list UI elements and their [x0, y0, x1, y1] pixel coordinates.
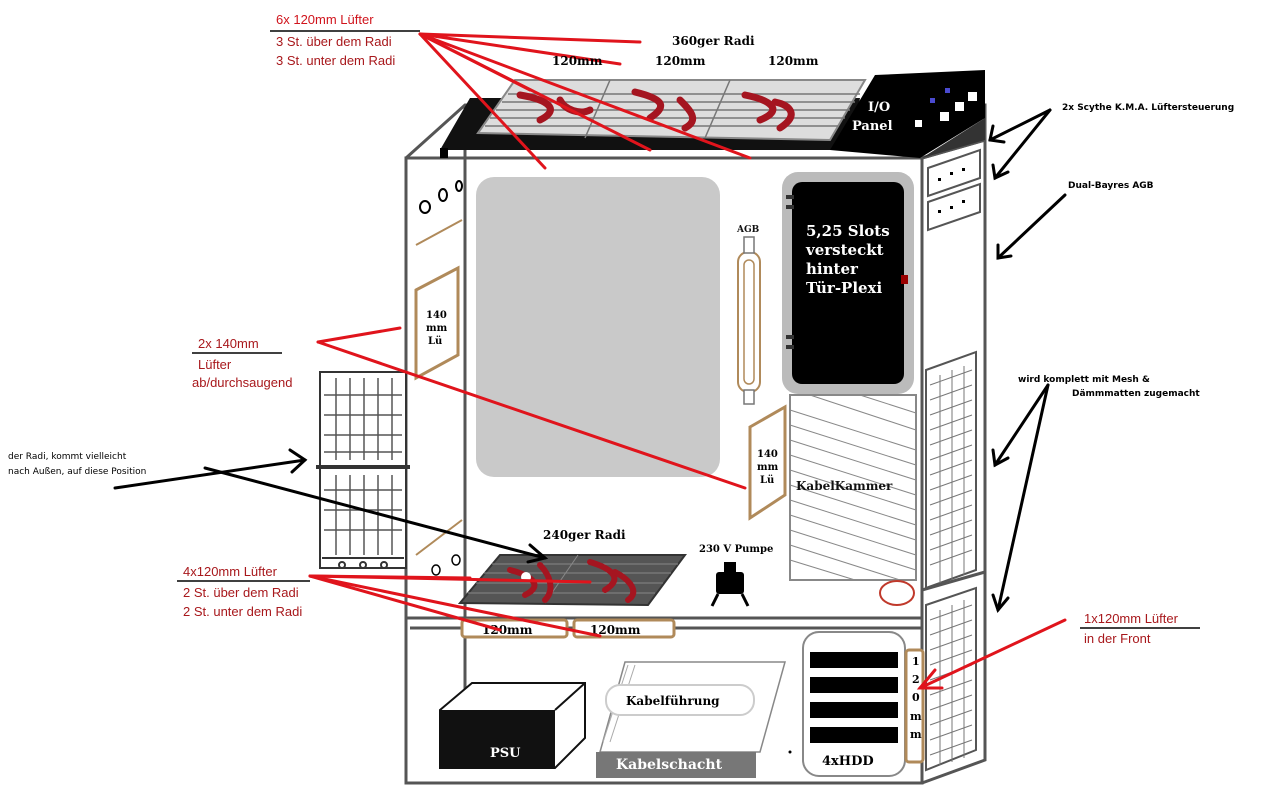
agb-label: AGB	[736, 225, 760, 235]
mesh-note-1: wird komplett mit Mesh &	[1018, 375, 1150, 385]
side-fans-line-2: ab/durchsaugend	[192, 375, 292, 390]
side-fans-line-1: Lüfter	[198, 357, 232, 372]
front-fan-title: 1x120mm Lüfter	[1084, 611, 1179, 626]
fan-140-left-label-1: 140	[426, 310, 447, 321]
fan-140-right-label-2: mm	[757, 462, 779, 473]
slots-label-3: hinter	[806, 260, 859, 278]
hdd-label: 4xHDD	[822, 754, 874, 769]
fan-controller-bays	[928, 150, 980, 230]
side-fans-title: 2x 140mm	[198, 336, 259, 351]
radi-note-1: der Radi, kommt vielleicht	[8, 452, 127, 462]
slots-label-1: 5,25 Slots	[806, 222, 890, 240]
radiator-360-fan-3: 120mm	[768, 54, 819, 68]
fan-120-bottom-left-label: 120mm	[482, 623, 533, 637]
bottom-fans-line-2: 2 St. unter dem Radi	[183, 604, 302, 619]
kabelschacht-label: Kabelschacht	[616, 757, 723, 773]
pump-label: 230 V Pumpe	[699, 544, 773, 555]
front-mesh-upper	[926, 352, 976, 588]
front-mesh-lower	[926, 588, 976, 770]
radiator-240-label: 240ger Radi	[543, 528, 626, 542]
radi-note-2: nach Außen, auf diese Position	[8, 467, 146, 477]
io-panel-label-2: Panel	[852, 119, 893, 134]
io-panel-label-1: I/O	[868, 100, 890, 115]
top-fans-title: 6x 120mm Lüfter	[276, 12, 374, 27]
bottom-fans-line-1: 2 St. über dem Radi	[183, 585, 299, 600]
fan-140-right-label-1: 140	[757, 449, 778, 460]
front-fan-digit-1: 1	[912, 655, 920, 668]
radiator-360-fan-2: 120mm	[655, 54, 706, 68]
external-radiator	[316, 372, 410, 568]
slots-label-2: versteckt	[805, 241, 884, 259]
front-fan-line-1: in der Front	[1084, 631, 1151, 646]
kabelfuehrung-label: Kabelführung	[626, 694, 720, 708]
cable-chamber	[790, 395, 916, 605]
fan-140-left-label-2: mm	[426, 323, 448, 334]
radiator-360	[478, 80, 865, 140]
kabelkammer-label: KabelKammer	[796, 479, 893, 493]
scythe-label: 2x Scythe K.M.A. Lüftersteuerung	[1062, 103, 1234, 113]
fan-140-left-label-3: Lü	[428, 336, 442, 347]
pump	[712, 562, 748, 606]
fan-140-right-label-3: Lü	[760, 475, 774, 486]
motherboard-tray	[476, 177, 720, 477]
slots-label-4: Tür-Plexi	[806, 279, 883, 297]
bottom-fans-title: 4x120mm Lüfter	[183, 564, 278, 579]
top-fans-line-2: 3 St. unter dem Radi	[276, 53, 395, 68]
mesh-note-2: Dämmmatten zugemacht	[1072, 389, 1200, 399]
front-fan-digit-2: 2	[912, 673, 920, 686]
agb-reservoir	[738, 237, 760, 404]
radiator-360-fan-1: 120mm	[552, 54, 603, 68]
radiator-360-label: 360ger Radi	[672, 34, 755, 48]
dual-bay-label: Dual-Bayres AGB	[1068, 181, 1154, 191]
front-fan-digit-3: 0	[912, 691, 920, 704]
top-fans-line-1: 3 St. über dem Radi	[276, 34, 392, 49]
front-fan-digit-5: m	[910, 728, 922, 741]
psu-label: PSU	[490, 746, 521, 761]
front-fan-digit-4: m	[910, 710, 922, 723]
